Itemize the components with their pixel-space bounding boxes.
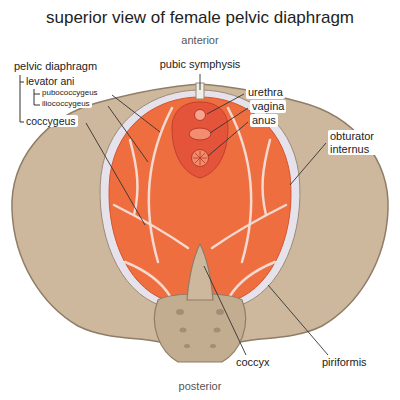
label-anchor: piriformis xyxy=(320,356,369,369)
part-label: pubic symphysis xyxy=(158,58,243,71)
leader-lines xyxy=(86,74,328,355)
label-anchor: iliococcygeus xyxy=(40,99,92,108)
sacral-foramina xyxy=(176,309,224,348)
label-anchor: pubic symphysis xyxy=(158,58,243,71)
part-label: vagina xyxy=(250,100,286,113)
label-anchor: coccyx xyxy=(234,356,272,369)
label-anchor: pelvic diaphragm xyxy=(12,60,99,73)
part-label: iliococcygeus xyxy=(40,99,92,108)
pelvic-floor-muscle xyxy=(109,97,291,300)
title-anchor: superior view of female pelvic diaphragm xyxy=(44,8,356,28)
sacrum xyxy=(154,294,245,362)
part-label: pubococcygeus xyxy=(40,88,100,97)
part-label: posterior xyxy=(177,380,224,393)
label-anchor: urethra xyxy=(246,86,285,99)
part-label: levator ani xyxy=(24,75,76,87)
label-anchor: anterior xyxy=(179,34,220,47)
obturator-band xyxy=(100,90,300,306)
part-label: coccygeus xyxy=(24,115,78,127)
label-anchor: coccygeus xyxy=(24,115,78,127)
label-anchor: posterior xyxy=(177,380,224,393)
urogenital-region xyxy=(172,102,228,178)
part-label: obturator internus xyxy=(328,130,390,155)
diagram-title: superior view of female pelvic diaphragm xyxy=(44,8,356,28)
label-anchor: anus xyxy=(250,114,278,127)
anus-opening xyxy=(192,150,209,167)
part-label: pelvic diaphragm xyxy=(12,60,99,73)
label-anchor: levator ani xyxy=(24,75,76,87)
part-label: anus xyxy=(250,114,278,127)
label-anchor: vagina xyxy=(250,100,286,113)
label-anchor: obturator internus xyxy=(328,130,390,155)
part-label: urethra xyxy=(246,86,285,99)
vagina-opening xyxy=(189,128,211,140)
part-label: piriformis xyxy=(320,356,369,369)
label-anchor: pubococcygeus xyxy=(40,88,100,97)
part-label: coccyx xyxy=(234,356,272,369)
part-label: anterior xyxy=(179,34,220,47)
urethra-opening xyxy=(195,110,206,121)
coccyx-bone xyxy=(187,244,213,300)
